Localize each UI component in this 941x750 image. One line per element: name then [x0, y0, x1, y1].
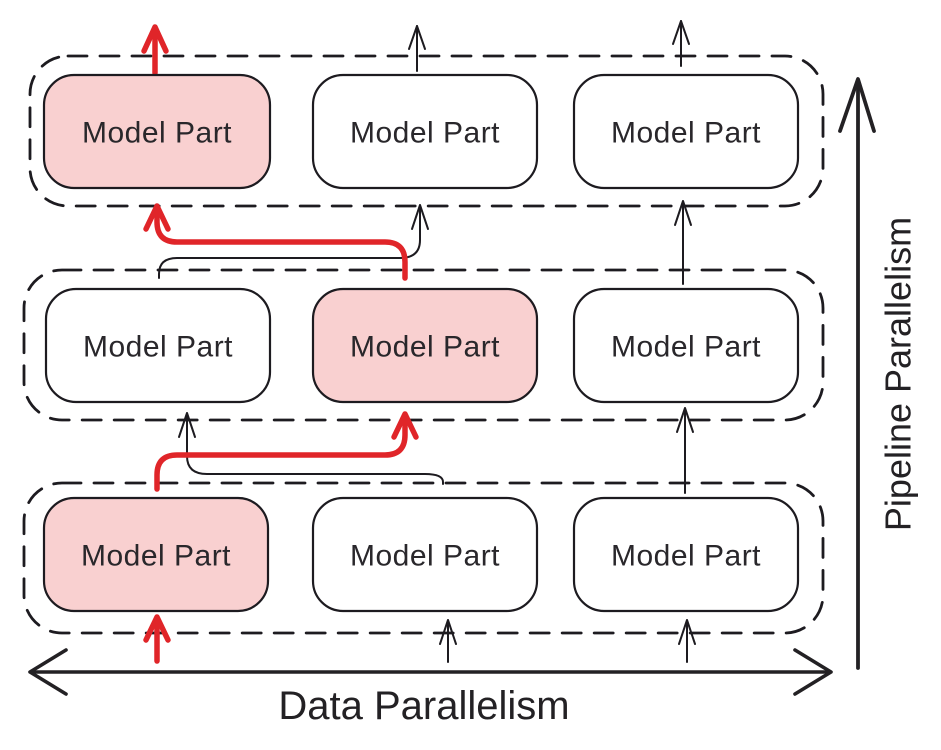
red-path-curve-bottomleft-to-middlecenter — [154, 413, 408, 492]
pipeline-stage-container-top — [28, 54, 825, 208]
pipeline-stage-container-middle — [22, 268, 825, 422]
arrowhead-icon — [676, 407, 694, 433]
y-axis-top-arrowhead-icon — [838, 77, 876, 133]
dataflow-curve-bottomcenter-to-middleleft — [186, 413, 444, 485]
arrowhead-icon — [178, 412, 196, 438]
x-axis-label: Data Parallelism — [278, 684, 569, 728]
model-part-label: Model Part — [611, 540, 761, 573]
red-path-curve-middlecenter-to-topleft — [154, 205, 408, 281]
arrowhead-icon — [678, 619, 696, 645]
model-part-label: Model Part — [611, 117, 761, 150]
pipeline-stage-container-bottom — [22, 481, 825, 635]
red-arrowhead-icon — [143, 614, 171, 643]
red-arrowhead-icon — [391, 411, 419, 440]
arrowhead-icon — [672, 20, 690, 45]
model-part-label: Model Part — [82, 117, 232, 150]
arrowhead-icon — [674, 200, 692, 226]
model-part-label: Model Part — [611, 331, 761, 364]
model-part-label: Model Part — [350, 540, 500, 573]
model-part-label: Model Part — [81, 540, 231, 573]
model-part-box-top-left-highlighted — [42, 73, 272, 190]
model-part-label: Model Part — [83, 331, 233, 364]
x-axis-left-arrowhead-icon — [28, 648, 68, 696]
dataflow-curve-middleleft-to-topcenter — [158, 205, 421, 279]
model-part-box-bottom-center — [311, 496, 539, 613]
model-part-box-middle-right — [572, 287, 800, 404]
model-part-box-top-center — [311, 73, 539, 190]
y-axis-label: Pipeline Parallelism — [878, 217, 919, 531]
arrowhead-icon — [439, 619, 457, 645]
arrowhead-icon — [408, 25, 426, 50]
model-part-box-top-right — [572, 73, 800, 190]
model-part-box-middle-left — [44, 287, 272, 404]
x-axis-right-arrowhead-icon — [793, 648, 833, 696]
model-part-box-bottom-right — [572, 496, 800, 613]
model-part-label: Model Part — [350, 331, 500, 364]
arrowhead-icon — [411, 204, 429, 230]
red-arrowhead-icon — [141, 24, 169, 54]
model-part-box-middle-center-highlighted — [311, 287, 539, 404]
model-part-label: Model Part — [350, 117, 500, 150]
red-arrowhead-icon — [143, 203, 171, 232]
model-part-box-bottom-left-highlighted — [42, 496, 270, 613]
